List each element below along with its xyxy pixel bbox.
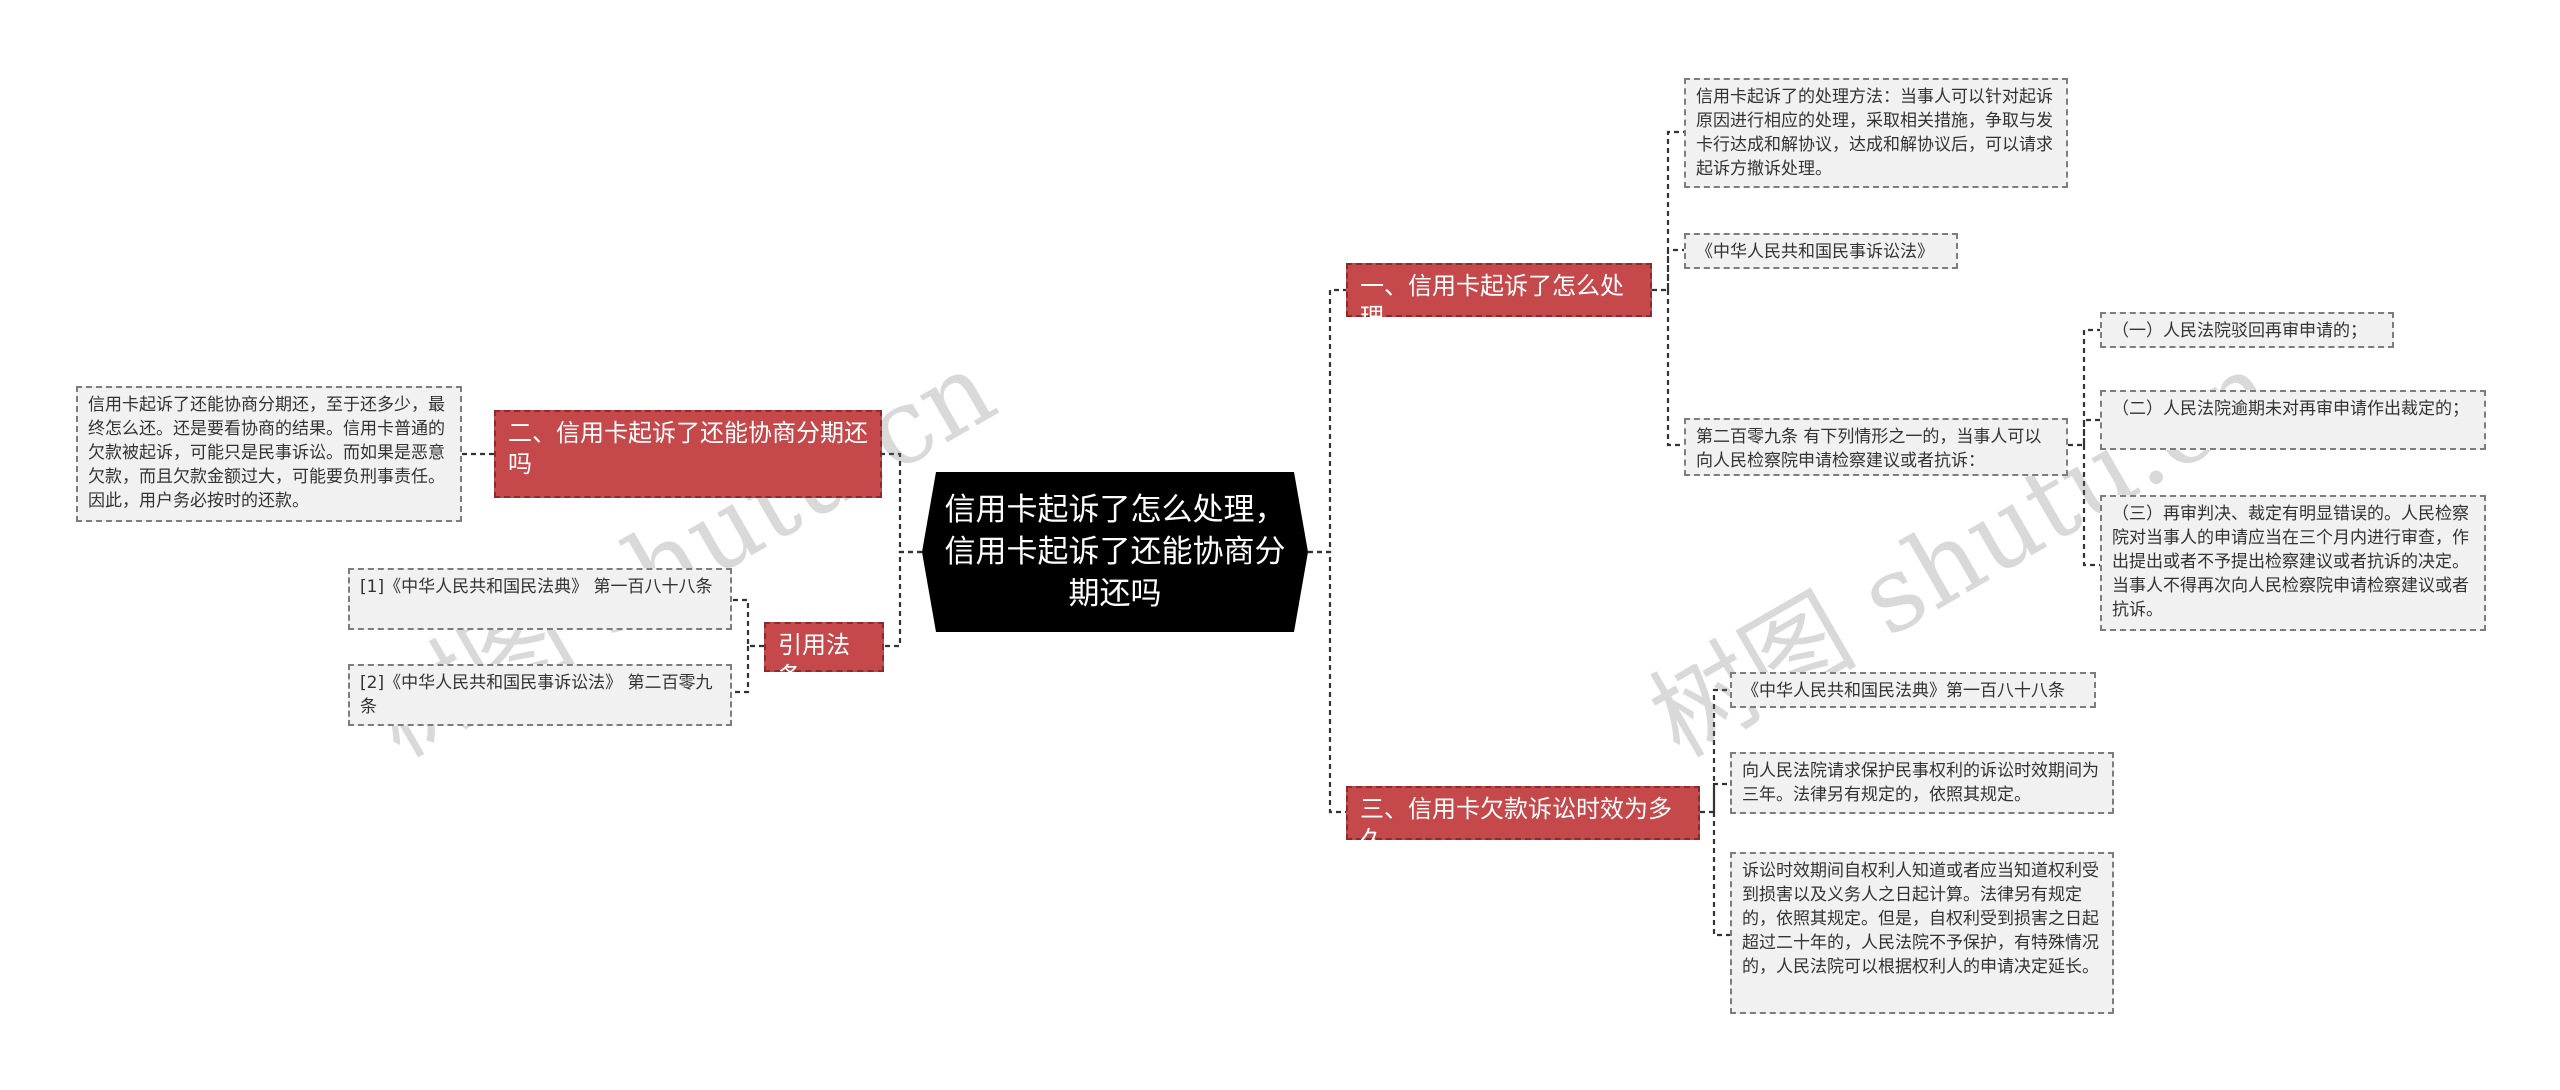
leaf-citation-1[interactable]: [1]《中华人民共和国民法典》 第一百八十八条: [348, 568, 732, 630]
branch-how-to-handle[interactable]: 一、信用卡起诉了怎么处理: [1346, 263, 1652, 331]
leaf-civil-procedure-law[interactable]: 《中华人民共和国民事诉讼法》: [1684, 233, 1958, 269]
connector-b1-leaves: [1652, 130, 1684, 447]
connector-center-b4: [884, 550, 922, 648]
leaf-handling-method[interactable]: 信用卡起诉了的处理方法：当事人可以针对起诉原因进行相应的处理，采取相关措施，争取…: [1684, 78, 2068, 188]
connector-center-b1: [1308, 288, 1346, 554]
leaf-clause-1[interactable]: （一）人民法院驳回再审申请的；: [2100, 312, 2394, 348]
leaf-clause-2[interactable]: （二）人民法院逾期未对再审申请作出裁定的；: [2100, 390, 2486, 450]
central-topic[interactable]: 信用卡起诉了怎么处理，信用卡起诉了还能协商分期还吗: [922, 472, 1308, 632]
leaf-civil-code[interactable]: 《中华人民共和国民法典》第一百八十八条: [1730, 672, 2096, 708]
leaf-citation-2[interactable]: [2]《中华人民共和国民事诉讼法》 第二百零九条: [348, 664, 732, 726]
connector-center-b3: [1308, 550, 1346, 814]
leaf-article-209[interactable]: 第二百零九条 有下列情形之一的，当事人可以向人民检察院申请检察建议或者抗诉：: [1684, 418, 2068, 476]
connector-b4-leaves: [732, 598, 764, 694]
leaf-negotiation-explanation[interactable]: 信用卡起诉了还能协商分期还，至于还多少，最终怎么还。还是要看协商的结果。信用卡普…: [76, 386, 462, 522]
leaf-three-years[interactable]: 向人民法院请求保护民事权利的诉讼时效期间为三年。法律另有规定的，依照其规定。: [1730, 752, 2114, 814]
branch-statute-of-limitations[interactable]: 三、信用卡欠款诉讼时效为多久: [1346, 786, 1700, 854]
leaf-clause-3[interactable]: （三）再审判决、裁定有明显错误的。人民检察院对当事人的申请应当在三个月内进行审查…: [2100, 495, 2486, 631]
branch-cited-laws[interactable]: 引用法条: [764, 622, 884, 690]
leaf-limitation-start[interactable]: 诉讼时效期间自权利人知道或者应当知道权利受到损害以及义务人之日起计算。法律另有规…: [1730, 852, 2114, 1014]
branch-negotiate-installments[interactable]: 二、信用卡起诉了还能协商分期还吗: [494, 410, 882, 498]
